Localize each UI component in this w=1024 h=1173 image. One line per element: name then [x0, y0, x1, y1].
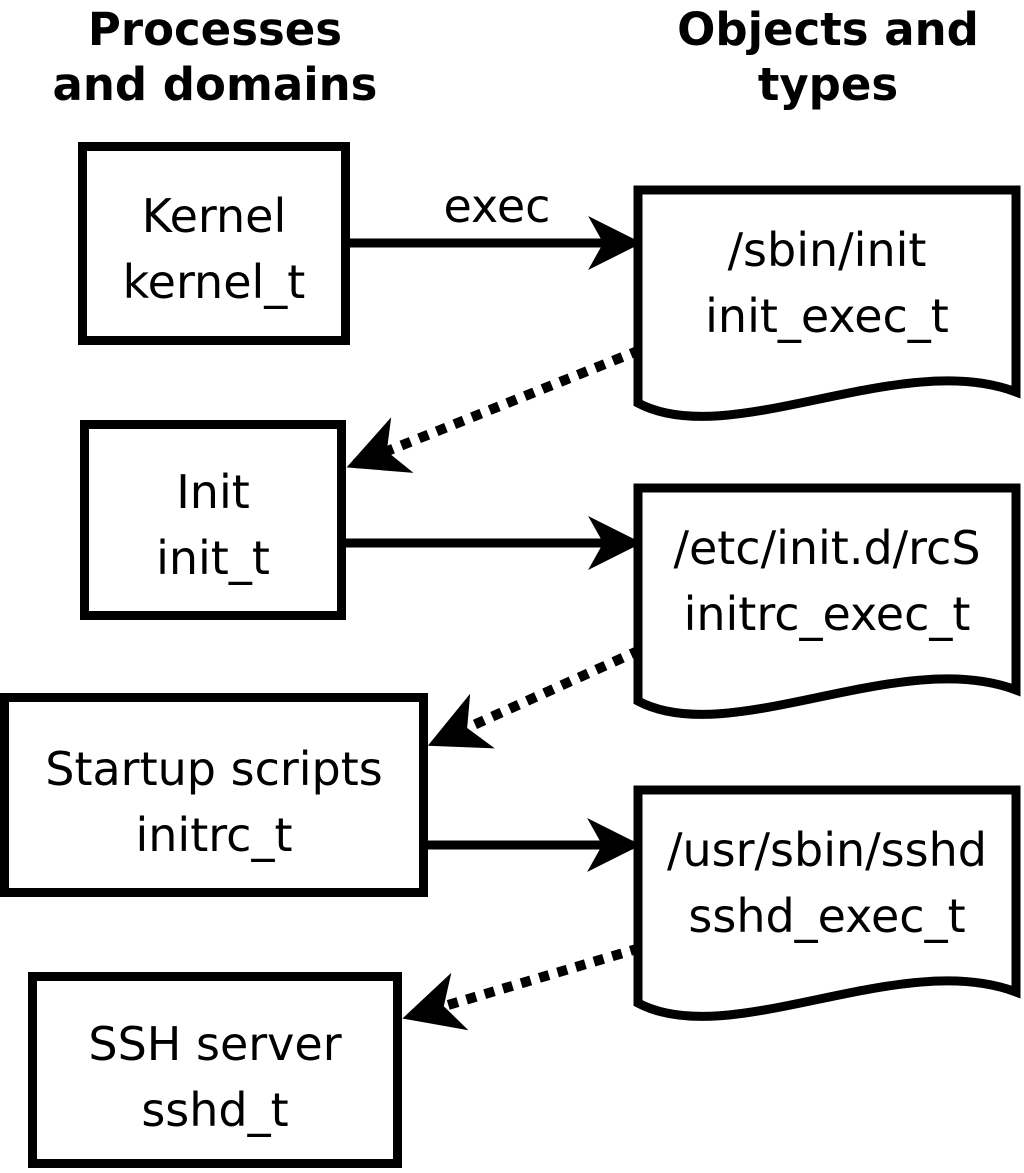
column-title-objects-line2: types: [758, 58, 898, 111]
object-doc-usr-sbin-sshd-type: sshd_exec_t: [688, 889, 965, 943]
process-box-startup-scripts: [0, 693, 428, 897]
exec-edge-label: exec: [444, 179, 551, 233]
process-box-ssh-server: [28, 972, 402, 1168]
process-box-kernel-label: Kernel: [142, 189, 287, 243]
object-doc-sbin-init-path: /sbin/init: [728, 223, 927, 277]
object-doc-usr-sbin-sshd-path: /usr/sbin/sshd: [667, 823, 987, 877]
process-box-ssh-server-label: SSH server: [88, 1017, 341, 1071]
column-title-objects-line1: Objects and: [677, 3, 979, 56]
object-doc-etc-initd-rcs-type: initrc_exec_t: [684, 587, 971, 641]
column-title-processes-line1: Processes: [88, 3, 342, 56]
object-doc-sbin-init: [633, 185, 1021, 421]
column-title-processes-line2: and domains: [53, 58, 378, 111]
process-box-init: [80, 420, 346, 620]
object-doc-usr-sbin-sshd: [633, 785, 1021, 1021]
transition-arrow-initrc-exec-to-initrc-t: [427, 645, 643, 749]
process-box-startup-scripts-label: Startup scripts: [45, 742, 383, 796]
process-box-kernel: [78, 142, 350, 345]
process-box-startup-scripts-domain: initrc_t: [136, 808, 293, 862]
object-doc-etc-initd-rcs-path: /etc/init.d/rcS: [673, 521, 980, 575]
transition-arrow-sshd-exec-to-sshd-t: [402, 943, 642, 1031]
process-box-init-domain: init_t: [156, 531, 270, 585]
transition-arrow-init-exec-to-init-t: [346, 345, 642, 473]
object-doc-etc-initd-rcs: [633, 483, 1021, 719]
process-box-kernel-domain: kernel_t: [123, 255, 306, 309]
process-box-init-label: Init: [176, 465, 250, 519]
object-doc-sbin-init-type: init_exec_t: [705, 289, 949, 343]
process-box-ssh-server-domain: sshd_t: [141, 1083, 288, 1137]
